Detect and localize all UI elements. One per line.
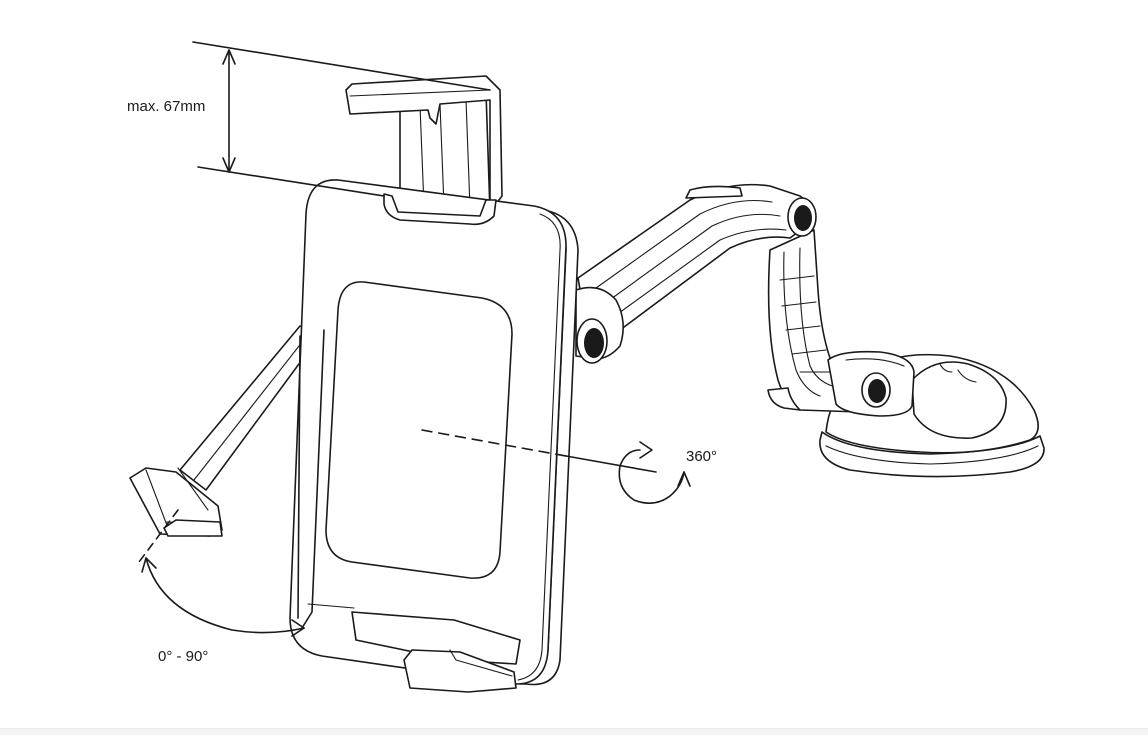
rotation-arrow-icon [618, 449, 685, 504]
top-clamp [345, 75, 503, 213]
max-width-label: max. 67mm [127, 98, 206, 115]
gooseneck-column [767, 229, 866, 413]
rotation-axis [421, 429, 691, 504]
holder-body [289, 179, 579, 686]
bottom-clamp [307, 603, 521, 693]
tilt-angle-indicator [135, 509, 305, 637]
holder-hinge [575, 286, 624, 364]
hinge-knob-icon [584, 328, 604, 358]
base-joint [827, 350, 915, 417]
page-footer-strip [0, 728, 1148, 735]
arm-knob-icon [794, 205, 812, 231]
leg-bracket [297, 329, 325, 629]
support-leg [129, 325, 325, 537]
tilt-range-label: 0° - 90° [158, 648, 209, 665]
width-dimension [192, 41, 491, 197]
tilt-arc-arrow-icon [145, 557, 305, 634]
rotation-label: 360° [686, 448, 718, 465]
extension-arm [577, 183, 817, 335]
base-knob-icon [868, 379, 886, 403]
